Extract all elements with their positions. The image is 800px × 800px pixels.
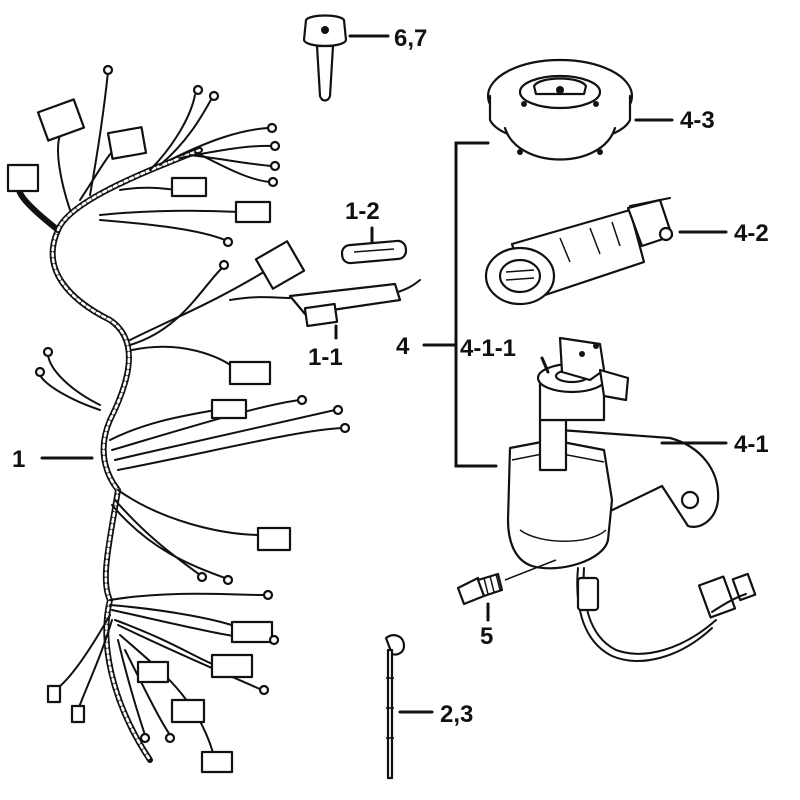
band xyxy=(384,634,406,780)
screw xyxy=(456,559,557,606)
leader-group-bracket xyxy=(454,141,498,468)
fuse xyxy=(340,239,408,265)
label-fuel-cap: 4-3 xyxy=(680,107,715,134)
label-screw: 5 xyxy=(480,623,493,650)
leader-cylinder xyxy=(540,356,550,374)
ignition-switch xyxy=(506,336,757,662)
key xyxy=(302,14,348,102)
label-switch-group: 4 xyxy=(396,333,410,360)
label-fuse: 1-2 xyxy=(345,198,380,225)
label-band: 2,3 xyxy=(440,701,473,728)
wire-harness xyxy=(6,64,351,774)
label-harness: 1 xyxy=(12,446,25,473)
label-seat-lock: 4-2 xyxy=(734,220,769,247)
seat-lock xyxy=(484,197,674,306)
label-cylinder: 4-1-1 xyxy=(460,335,516,362)
label-key: 6,7 xyxy=(394,25,427,52)
leader-lines xyxy=(40,34,728,714)
fuse-holder xyxy=(229,279,421,328)
label-ignition-switch: 4-1 xyxy=(734,431,769,458)
fuel-cap xyxy=(486,58,634,161)
label-fuse-holder: 1-1 xyxy=(308,344,343,371)
